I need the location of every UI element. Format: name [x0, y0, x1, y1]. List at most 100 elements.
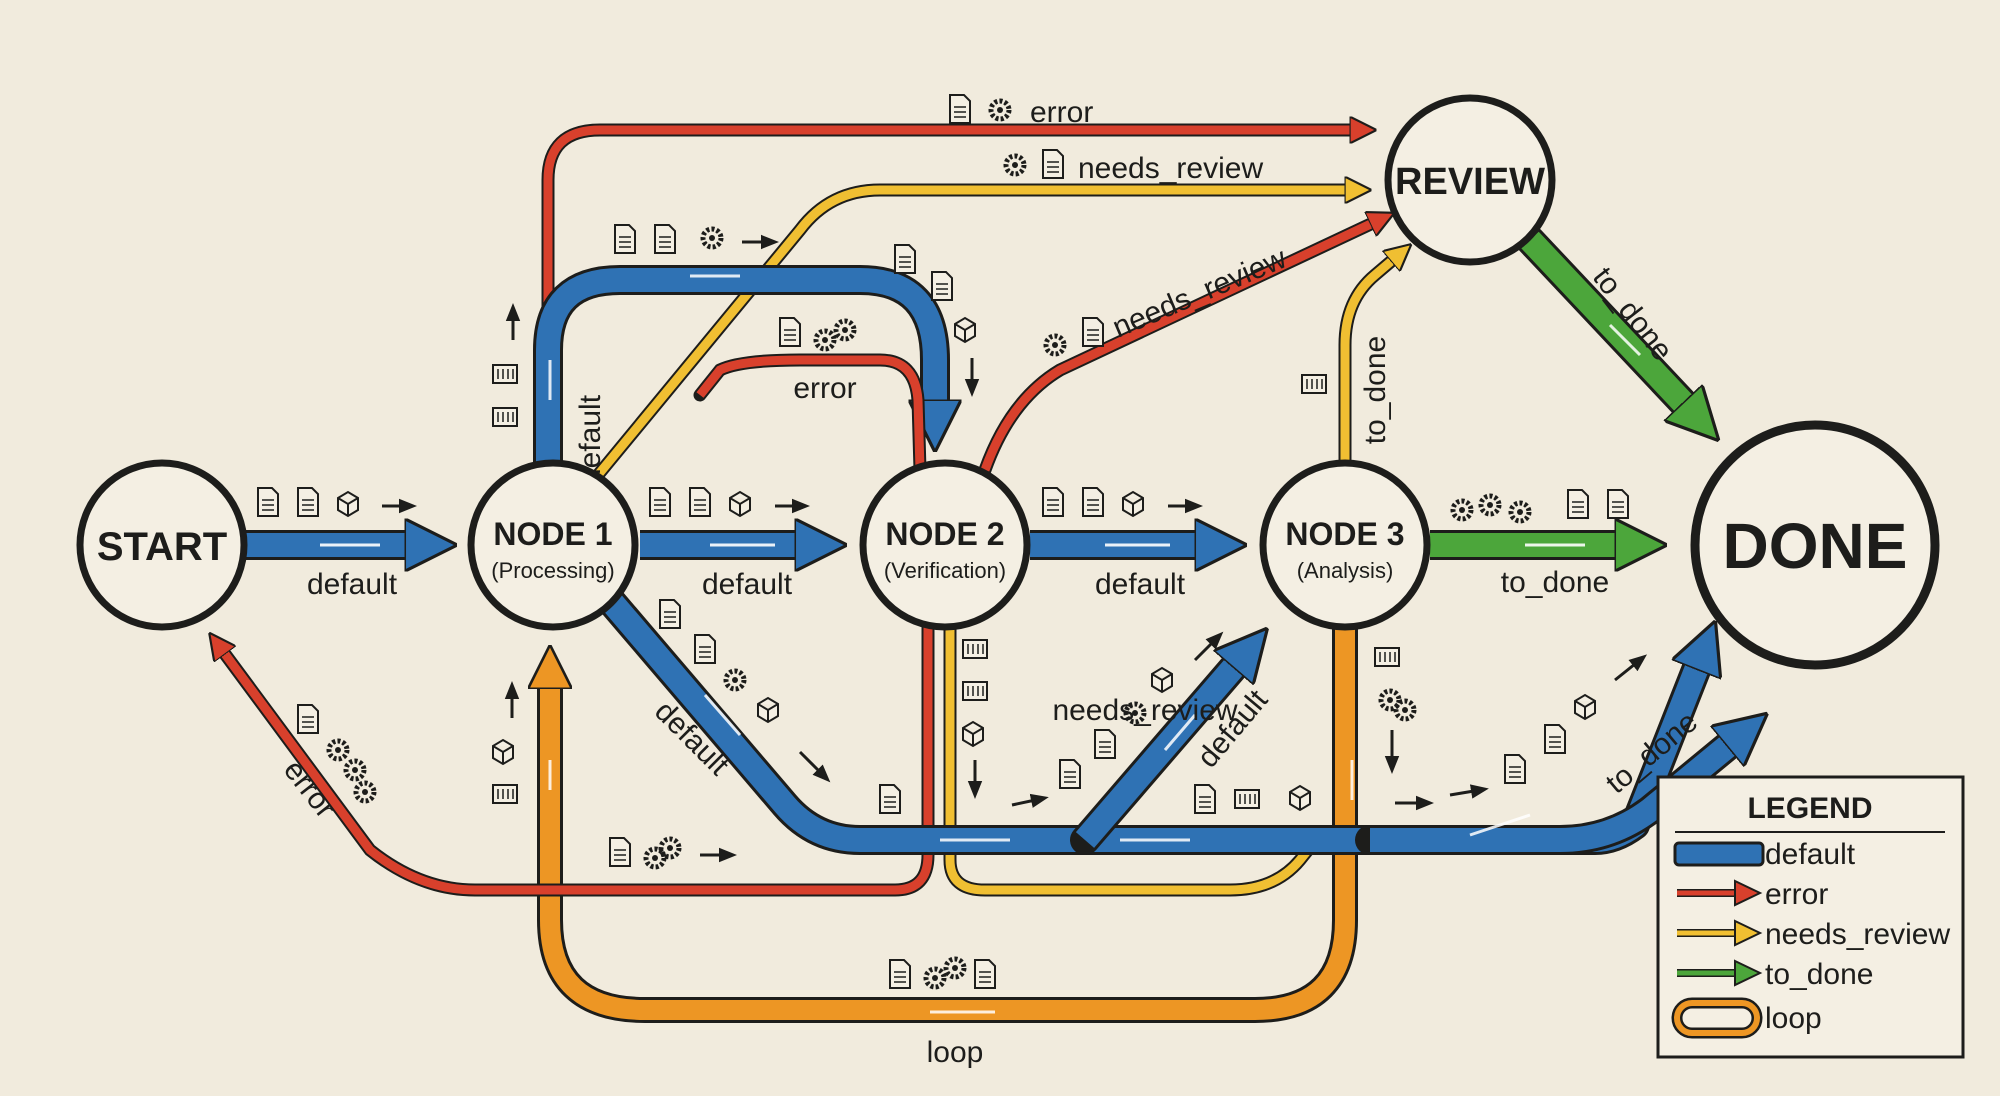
label-top-error: error — [1030, 96, 1093, 129]
document-icon — [1504, 754, 1526, 784]
document-icon — [1094, 729, 1116, 759]
edge-node3-review — [1338, 258, 1395, 467]
node-1[interactable]: NODE 1 (Processing) — [467, 459, 639, 631]
box-icon — [337, 490, 359, 518]
document-icon — [1544, 724, 1566, 754]
document-icon — [614, 224, 636, 254]
box-icon — [1151, 666, 1173, 694]
document-icon — [659, 599, 681, 629]
edge-top-error — [541, 130, 1355, 477]
document-icon — [779, 317, 801, 347]
edge-bottom-error — [222, 618, 935, 897]
icon-clusters — [257, 94, 1648, 990]
document-icon — [1042, 149, 1064, 179]
document-icon — [1082, 317, 1104, 347]
gear-icon — [813, 328, 837, 352]
database-icon — [962, 639, 988, 659]
label-node3-done: to_done — [1501, 566, 1609, 599]
arrow-icon — [798, 750, 831, 783]
document-icon — [689, 487, 711, 517]
gear-icon — [1393, 698, 1417, 722]
box-icon — [492, 738, 514, 766]
document-icon — [654, 224, 676, 254]
document-icon — [694, 634, 716, 664]
gear-icon — [1508, 500, 1532, 524]
legend-item-loop: loop — [1671, 997, 1822, 1039]
legend-item-needs-review: needs_review — [1677, 918, 1950, 951]
box-icon — [1289, 784, 1311, 812]
node-review-label: REVIEW — [1395, 161, 1545, 203]
gear-icon — [326, 738, 350, 762]
edge-mid-error — [693, 353, 927, 477]
edge-bottom-needs-review — [943, 618, 1327, 897]
label-node2-node3: default — [1095, 568, 1186, 601]
document-icon — [974, 959, 996, 989]
arrow-icon — [1011, 793, 1049, 808]
label-loop: loop — [927, 1036, 984, 1069]
node-3-sublabel: (Analysis) — [1297, 558, 1394, 583]
database-icon — [1234, 789, 1260, 809]
label-node2-needs-review: needs_review — [1108, 242, 1292, 345]
box-icon — [1574, 693, 1596, 721]
gear-icon — [1478, 493, 1502, 517]
box-icon — [1122, 490, 1144, 518]
legend-label-to-done: to_done — [1765, 958, 1873, 991]
gear-icon — [943, 956, 967, 980]
arrow-icon — [1614, 654, 1648, 682]
database-icon — [1301, 374, 1327, 394]
gear-icon — [343, 758, 367, 782]
database-icon — [492, 364, 518, 384]
legend-item-default: default — [1673, 838, 1856, 871]
edge-node2-review-error — [978, 222, 1375, 477]
gear-icon — [1378, 688, 1402, 712]
database-icon — [492, 407, 518, 427]
edge-bottom-to-done — [1355, 740, 1735, 855]
document-icon — [1567, 489, 1589, 519]
node-review[interactable]: REVIEW — [1384, 94, 1556, 266]
legend-label-loop: loop — [1765, 1002, 1822, 1035]
gear-icon — [723, 668, 747, 692]
edge-top-default — [533, 265, 935, 485]
legend-label-error: error — [1765, 878, 1828, 911]
document-icon — [1042, 487, 1064, 517]
edge-diag-default — [1070, 660, 1240, 855]
box-icon — [962, 720, 984, 748]
legend-label-default: default — [1765, 838, 1856, 871]
edge-review-done — [1515, 225, 1690, 410]
legend-item-to-done: to_done — [1677, 958, 1873, 991]
gear-icon — [923, 966, 947, 990]
gear-icon — [1123, 701, 1147, 725]
gear-icon — [1450, 498, 1474, 522]
label-mid-error: error — [793, 372, 856, 405]
nodes: START NODE 1 (Processing) NODE 2 (Verifi… — [76, 94, 1940, 670]
document-icon — [894, 244, 916, 274]
node-2-sublabel: (Verification) — [884, 558, 1006, 583]
database-icon — [1374, 647, 1400, 667]
document-icon — [879, 784, 901, 814]
gear-icon — [833, 318, 857, 342]
document-icon — [889, 959, 911, 989]
node-3[interactable]: NODE 3 (Analysis) — [1259, 459, 1431, 631]
document-icon — [1194, 784, 1216, 814]
arrow-icon — [1449, 784, 1489, 799]
edge-loop — [550, 607, 1358, 1023]
legend-label-needs-review: needs_review — [1765, 918, 1950, 951]
node-start-label: START — [97, 525, 227, 569]
node-start[interactable]: START — [76, 459, 248, 631]
gear-icon — [1003, 153, 1027, 177]
document-icon — [1607, 489, 1629, 519]
node-done-label: DONE — [1723, 510, 1908, 582]
document-icon — [931, 271, 953, 301]
label-start-node1: default — [307, 568, 398, 601]
node-done[interactable]: DONE — [1690, 420, 1940, 670]
node-1-sublabel: (Processing) — [491, 558, 614, 583]
legend-item-error: error — [1677, 878, 1828, 911]
label-node1-node2: default — [702, 568, 793, 601]
node-3-label: NODE 3 — [1285, 516, 1404, 552]
gear-icon — [700, 226, 724, 250]
node-2[interactable]: NODE 2 (Verification) — [859, 459, 1031, 631]
document-icon — [649, 487, 671, 517]
gear-icon — [1043, 333, 1067, 357]
